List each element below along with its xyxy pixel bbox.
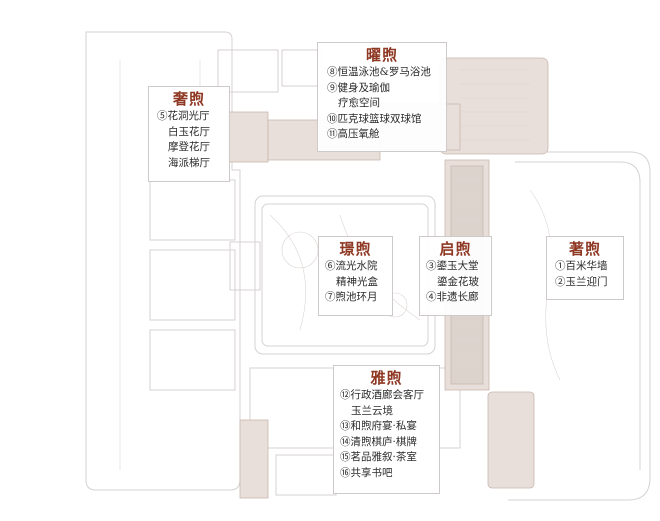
zone-ya-title: 雅煦 (370, 369, 403, 387)
list-item: ⑯共享书吧 (340, 466, 393, 479)
list-item: ⑮茗品雅叙·茶室 (340, 451, 417, 463)
zone-ya: 雅煦 ⑫行政酒廊会客厅 玉兰云境 ⑬和煦府宴·私宴 ⑭清煦棋庐·棋牌 ⑮茗品雅叙… (333, 365, 440, 494)
list-item: ④非遗长廊 (426, 291, 479, 303)
zone-yao-title: 曜煦 (365, 46, 398, 64)
list-item: 鎏金花玻 (437, 275, 479, 288)
zone-zhu: 著煦 ①百米华墙 ②玉兰迎门 (546, 236, 624, 300)
zone-jing-list: ⑥流光水院 精神光盒 ⑦煦池环月 (319, 259, 392, 306)
list-item: 白玉花厅 (168, 125, 210, 138)
list-item: 疗愈空间 (338, 97, 380, 109)
zone-qi-list: ③鎏玉大堂 鎏金花玻 ④非遗长廊 (420, 259, 491, 306)
zone-qi-title: 启煦 (439, 240, 472, 258)
zone-she: 奢煦 ⑤花洞光厅 白玉花厅 摩登花厅 海派梯厅 (148, 86, 230, 182)
list-item: ⑧恒温泳池&罗马浴池 (327, 66, 431, 78)
list-item: ⑬和煦府宴·私宴 (340, 420, 417, 432)
list-item: 玉兰云境 (351, 404, 393, 417)
zone-yao: 曜煦 ⑧恒温泳池&罗马浴池 ⑨健身及瑜伽 疗愈空间 ⑩匹克球篮球双球馆 ⑪高压氧… (317, 42, 447, 152)
zone-she-title: 奢煦 (172, 90, 205, 108)
zone-she-list: ⑤花洞光厅 白玉花厅 摩登花厅 海派梯厅 (149, 109, 229, 171)
list-item: ⑤花洞光厅 (157, 110, 210, 122)
list-item: ⑥流光水院 (325, 260, 378, 272)
zone-zhu-title: 著煦 (568, 240, 601, 258)
zone-jing-title: 璟煦 (339, 240, 372, 258)
list-item: ⑭清煦棋庐·棋牌 (340, 435, 417, 448)
list-item: ⑦煦池环月 (325, 291, 378, 303)
list-item: 精神光盒 (336, 275, 378, 288)
list-item: ⑫行政酒廊会客厅 (340, 389, 424, 401)
list-item: ①百米华墙 (555, 260, 608, 272)
zone-ya-list: ⑫行政酒廊会客厅 玉兰云境 ⑬和煦府宴·私宴 ⑭清煦棋庐·棋牌 ⑮茗品雅叙·茶室… (334, 388, 439, 481)
list-item: 海派梯厅 (168, 156, 210, 169)
list-item: ③鎏玉大堂 (426, 260, 479, 272)
zone-jing: 璟煦 ⑥流光水院 精神光盒 ⑦煦池环月 (318, 236, 393, 316)
list-item: 摩登花厅 (168, 141, 210, 153)
list-item: ⑩匹克球篮球双球馆 (327, 112, 422, 125)
list-item: ②玉兰迎门 (555, 275, 608, 288)
list-item: ⑨健身及瑜伽 (327, 81, 390, 94)
zone-zhu-list: ①百米华墙 ②玉兰迎门 (547, 259, 623, 290)
list-item: ⑪高压氧舱 (327, 128, 380, 140)
zone-qi: 启煦 ③鎏玉大堂 鎏金花玻 ④非遗长廊 (419, 236, 492, 316)
zone-yao-list: ⑧恒温泳池&罗马浴池 ⑨健身及瑜伽 疗愈空间 ⑩匹克球篮球双球馆 ⑪高压氧舱 (318, 65, 446, 143)
